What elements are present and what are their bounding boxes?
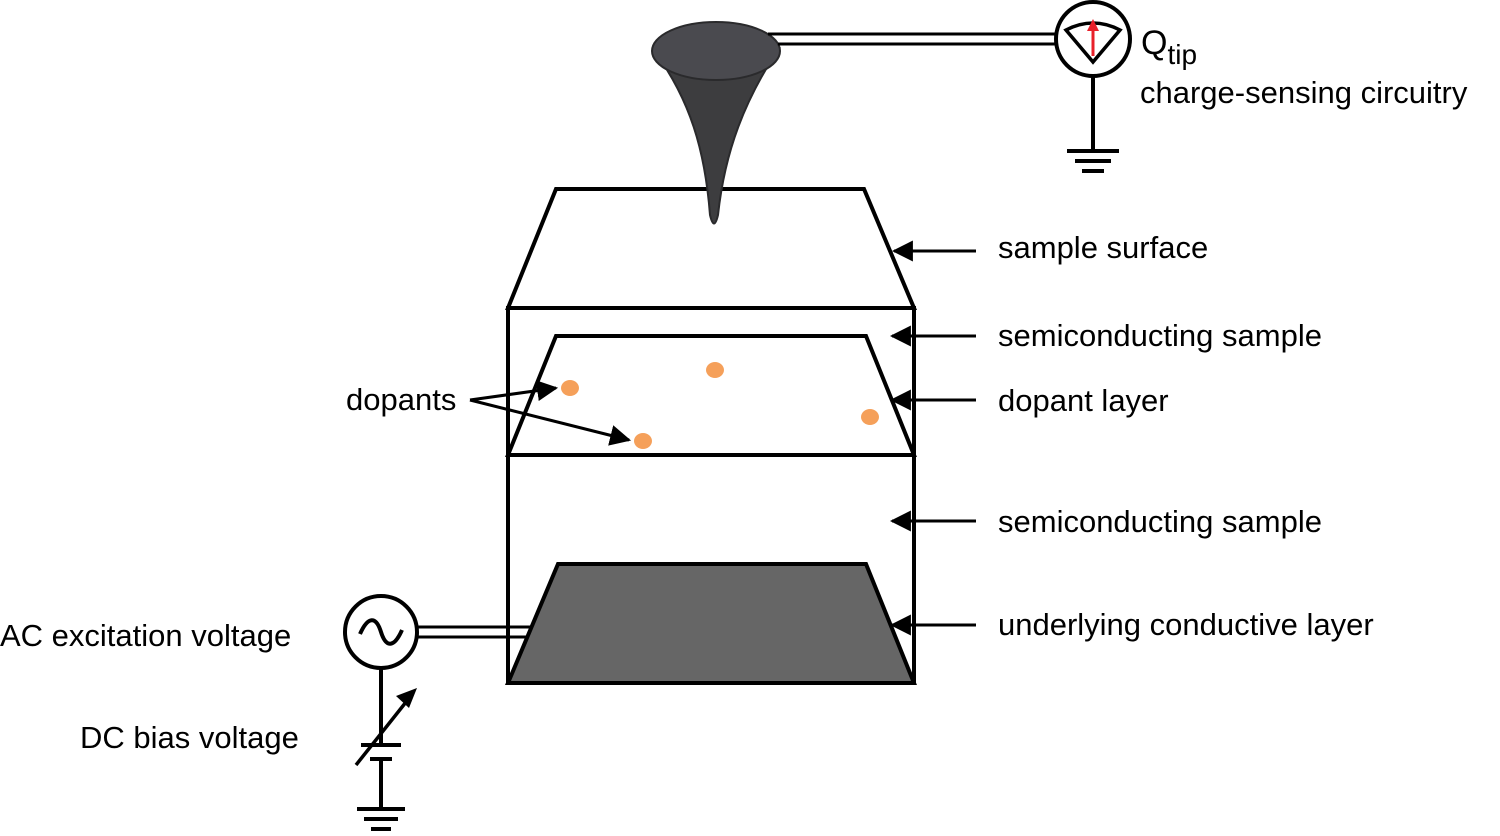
ac-wire [418,625,530,639]
semiconducting-sample-top-label: semiconducting sample [998,318,1322,353]
probe-tip [651,21,781,225]
dopant-arrows [469,380,632,446]
semiconducting-sample-bottom-label: semiconducting sample [998,504,1322,539]
charge-sensing-label: charge-sensing circuitry [1140,75,1468,110]
right-arrows [889,240,976,636]
q-tip-label: Qtip [1141,24,1197,70]
dopants-label: dopants [346,382,456,417]
underlying-conductive-layer-label: underlying conductive layer [998,607,1374,642]
ac-source-icon [343,594,419,670]
charge-meter-icon [1054,0,1132,78]
tip-cone [653,46,781,225]
underlying-conductive-layer-shape [504,562,917,685]
dopant-dot [861,409,879,425]
dopant-dot [561,380,579,396]
dopant-dot [634,433,652,449]
dopant-dots [561,362,879,449]
dopant-dot [706,362,724,378]
dc-bias-label: DC bias voltage [80,720,299,755]
sample-block [504,187,918,685]
dopant-layer-label: dopant layer [998,383,1169,418]
sample-surface-label: sample surface [998,230,1208,265]
ground-icon [1067,149,1119,173]
variable-dc-source-icon [354,688,417,767]
ac-excitation-label: AC excitation voltage [0,618,291,653]
ground-icon-bottom [357,807,405,831]
tip-wire [768,32,1056,46]
tip-top [651,21,781,81]
